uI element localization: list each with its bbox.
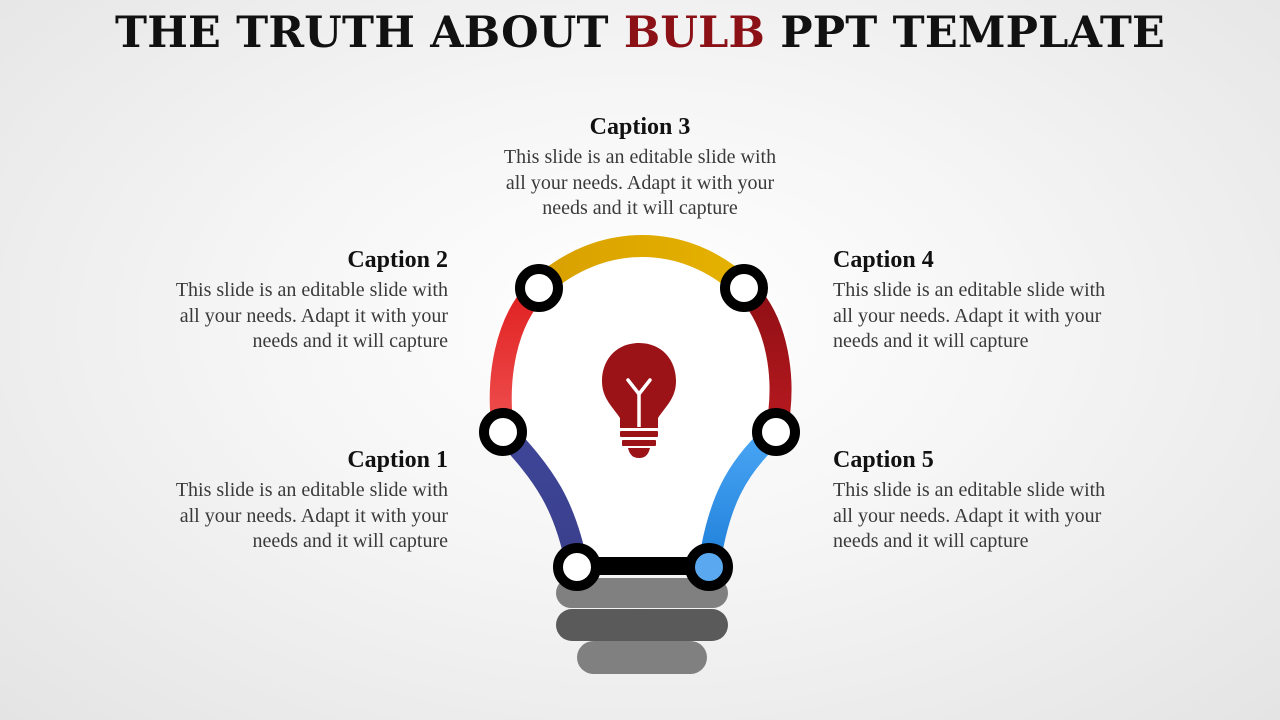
caption-3-text: This slide is an editable slide with all… [503,146,777,220]
title-prefix: THE TRUTH ABOUT [115,8,624,58]
title-highlight: BULB [623,8,766,58]
node-caption-4 [752,408,800,456]
segment-caption-3 [528,235,755,299]
caption-4-text: This slide is an editable slide with all… [833,279,1106,353]
node-caption-3 [720,264,768,312]
node-caption-1 [479,408,527,456]
title-suffix: PPT TEMPLATE [765,8,1165,58]
caption-1: Caption 1 This slide is an editable slid… [158,447,448,555]
node-caption-2 [515,264,563,312]
caption-1-heading: Caption 1 [347,447,448,473]
caption-4: Caption 4 This slide is an editable slid… [833,247,1123,355]
node-neck-right [685,543,733,591]
caption-5-text: This slide is an editable slide with all… [833,479,1106,553]
node-neck-left [553,543,601,591]
caption-3: Caption 3 This slide is an editable slid… [495,114,785,222]
caption-5: Caption 5 This slide is an editable slid… [833,447,1123,555]
caption-1-text: This slide is an editable slide with all… [175,479,448,553]
lightbulb-icon [602,343,676,458]
bulb-base-ring-2 [556,609,728,641]
caption-4-heading: Caption 4 [833,247,934,273]
caption-2-text: This slide is an editable slide with all… [175,279,448,353]
bulb-base-ring-3 [577,641,707,674]
caption-5-heading: Caption 5 [833,447,934,473]
page-title: THE TRUTH ABOUT BULB PPT TEMPLATE [0,8,1280,58]
caption-3-heading: Caption 3 [589,114,691,140]
bulb-base-ring-1 [556,578,728,608]
caption-2-heading: Caption 2 [347,247,448,273]
caption-2: Caption 2 This slide is an editable slid… [158,247,448,355]
